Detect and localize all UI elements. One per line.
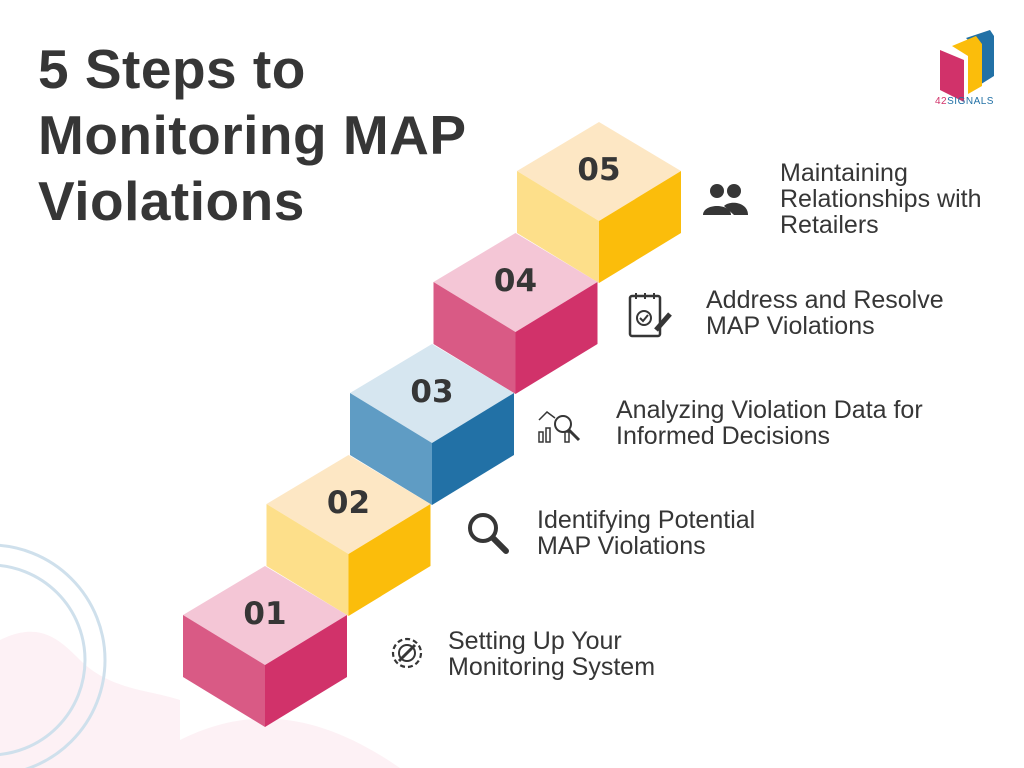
step-number: 03 xyxy=(410,374,453,410)
people-icon xyxy=(700,175,750,225)
gear-wrench-icon xyxy=(382,628,432,678)
step-label-line: MAP Violations xyxy=(706,312,875,340)
step-cube-03: 03 xyxy=(350,344,514,505)
cube-face-left xyxy=(183,615,265,727)
step-label-line: Informed Decisions xyxy=(616,422,830,450)
step-label-line: Relationships with xyxy=(780,185,982,213)
cube-face-top xyxy=(183,566,347,665)
step-label-line: Maintaining xyxy=(780,159,908,187)
cube-face-left xyxy=(433,282,516,394)
company-logo xyxy=(940,30,994,102)
cube-face-top xyxy=(433,233,598,332)
step-label-line: Address and Resolve xyxy=(706,286,944,314)
step-number: 01 xyxy=(243,596,286,632)
page-title: 5 Steps to Monitoring MAP Violations xyxy=(38,36,467,234)
cube-face-top xyxy=(266,455,431,554)
cube-face-right xyxy=(265,615,347,727)
logo-text: 42SIGNALS xyxy=(935,96,994,107)
cube-face-right xyxy=(599,171,681,283)
step-label-line: Setting Up Your xyxy=(448,627,622,655)
step-cube-04: 04 xyxy=(433,233,598,394)
step-number: 04 xyxy=(494,263,537,299)
step-label-line: Analyzing Violation Data for xyxy=(616,396,923,424)
cube-face-left xyxy=(517,171,599,283)
title-line: Violations xyxy=(38,170,305,232)
cube-face-top xyxy=(517,122,681,221)
step-label-line: Retailers xyxy=(780,211,879,239)
cube-face-left xyxy=(350,393,432,505)
cube-face-right xyxy=(515,282,598,394)
step-label-line: Monitoring System xyxy=(448,653,656,681)
step-number: 05 xyxy=(577,152,620,188)
title-line: Monitoring MAP xyxy=(38,104,467,166)
step-cube-01: 01 xyxy=(183,566,347,727)
step-cube-02: 02 xyxy=(266,455,431,616)
cube-face-top xyxy=(350,344,514,443)
step-label-line: MAP Violations xyxy=(537,532,706,560)
chart-analysis-icon xyxy=(535,400,585,450)
step-label-line: Identifying Potential xyxy=(537,506,756,534)
magnifier-icon xyxy=(462,507,512,557)
cube-face-right xyxy=(348,504,431,616)
step-number: 02 xyxy=(327,485,370,521)
cube-face-right xyxy=(432,393,514,505)
step-cube-05: 05 xyxy=(517,122,681,283)
cube-face-left xyxy=(266,504,349,616)
checklist-edit-icon xyxy=(624,290,674,340)
title-line: 5 Steps to xyxy=(38,38,306,100)
